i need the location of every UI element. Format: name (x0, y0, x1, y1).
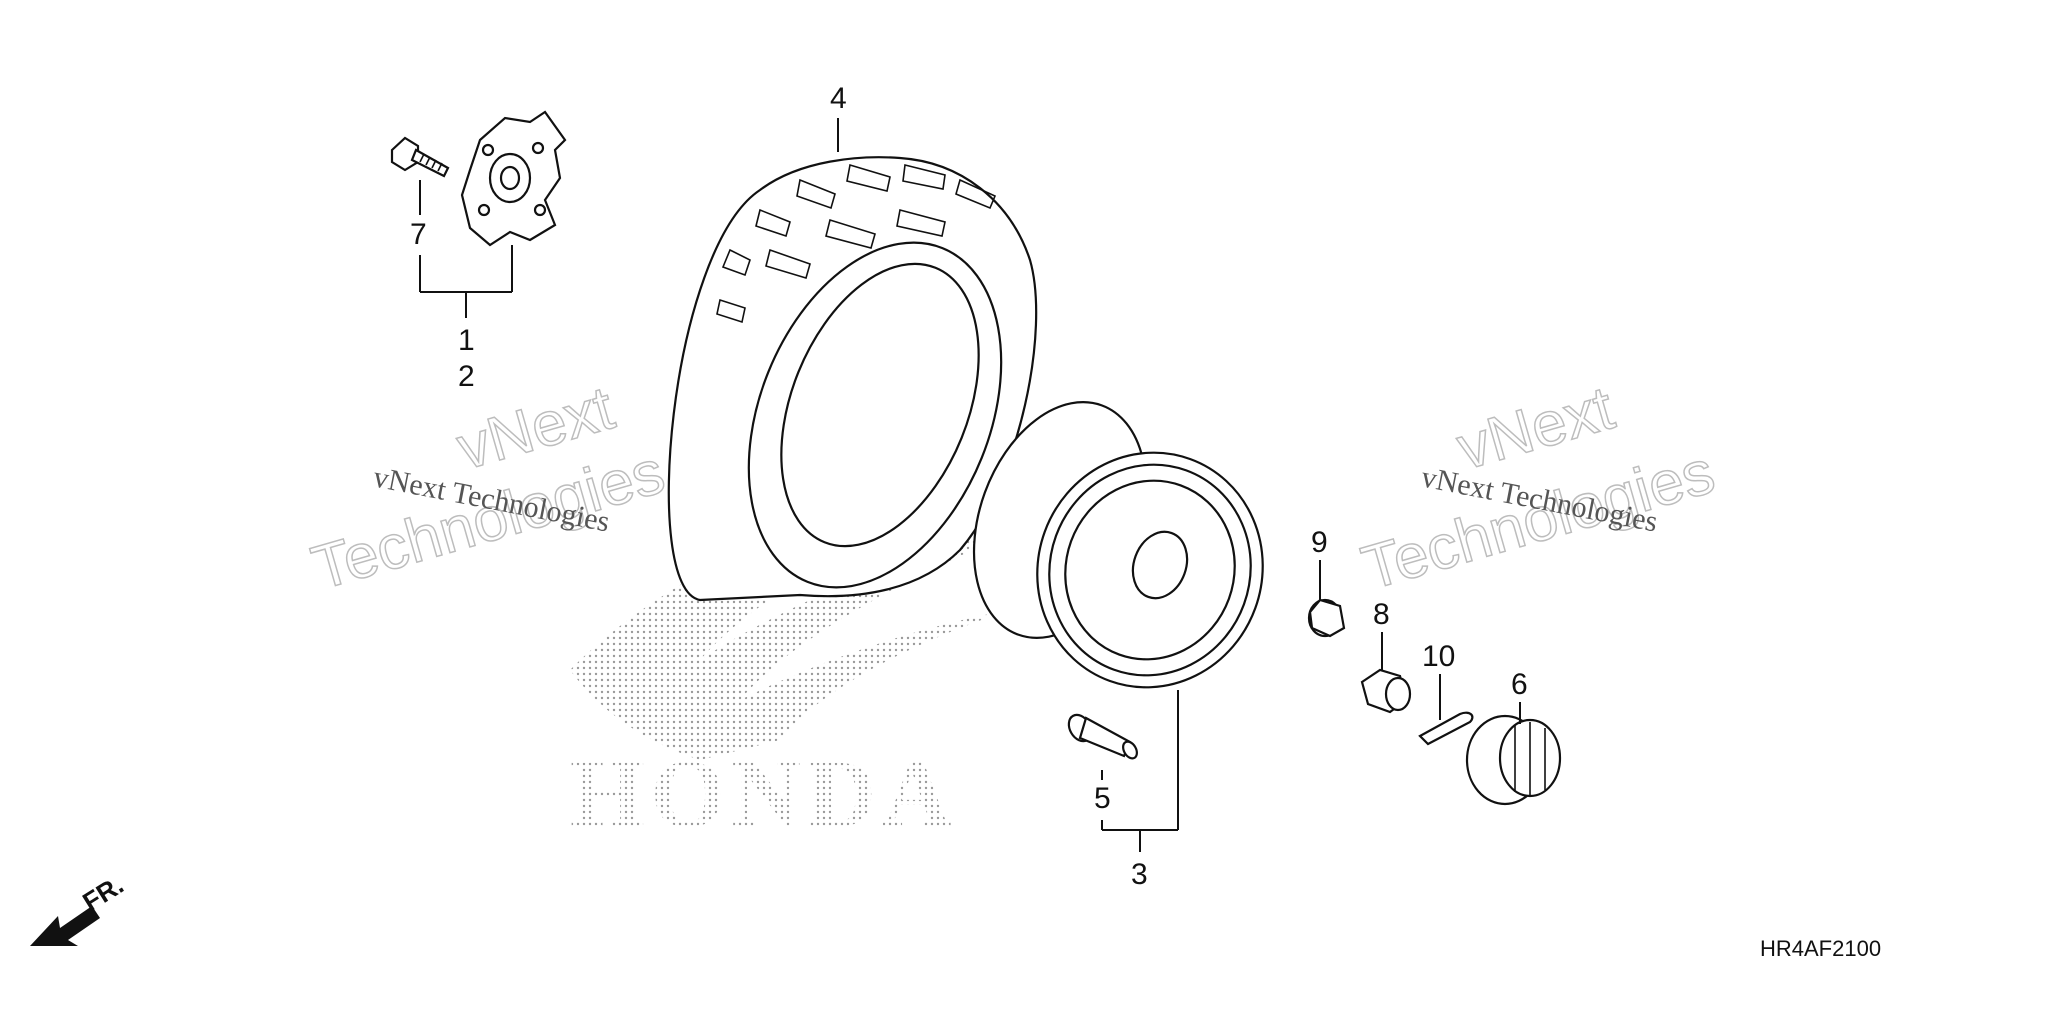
honda-logo-lettering: HONDA (570, 740, 957, 847)
watermark-left: vNext Technologies vNext Technologies (304, 373, 672, 605)
callout-2: 2 (458, 360, 475, 393)
callout-3: 3 (1131, 858, 1148, 891)
callout-1: 1 (458, 324, 475, 357)
wheel-hub-assembly (460, 110, 567, 247)
callout-5: 5 (1094, 782, 1111, 815)
callout-8: 8 (1373, 598, 1390, 631)
watermark-right-word-1: vNext (1450, 373, 1621, 483)
leader-lines (419, 118, 1521, 852)
honda-logo-watermark: HONDA (570, 430, 1060, 847)
callout-4: 4 (830, 82, 847, 115)
hub-cap (1465, 714, 1562, 806)
wheel-rim (972, 401, 1264, 689)
spacer (1307, 598, 1346, 638)
wheel-stud-bolt (390, 136, 450, 178)
valve-stem (1067, 713, 1138, 760)
callout-9: 9 (1311, 526, 1328, 559)
drawing-code: HR4AF2100 (1760, 936, 1881, 961)
callout-10: 10 (1422, 640, 1455, 673)
watermark-right: vNext Technologies vNext Technologies (1354, 373, 1722, 605)
arrow-down-left-icon (30, 906, 100, 946)
callout-6: 6 (1511, 668, 1528, 701)
front-direction-indicator: FR. (30, 869, 129, 946)
tire (667, 156, 1038, 602)
callout-7: 7 (410, 218, 427, 251)
cotter-pin (1418, 711, 1474, 746)
direction-label: FR. (77, 869, 128, 917)
castle-nut (1360, 668, 1412, 714)
